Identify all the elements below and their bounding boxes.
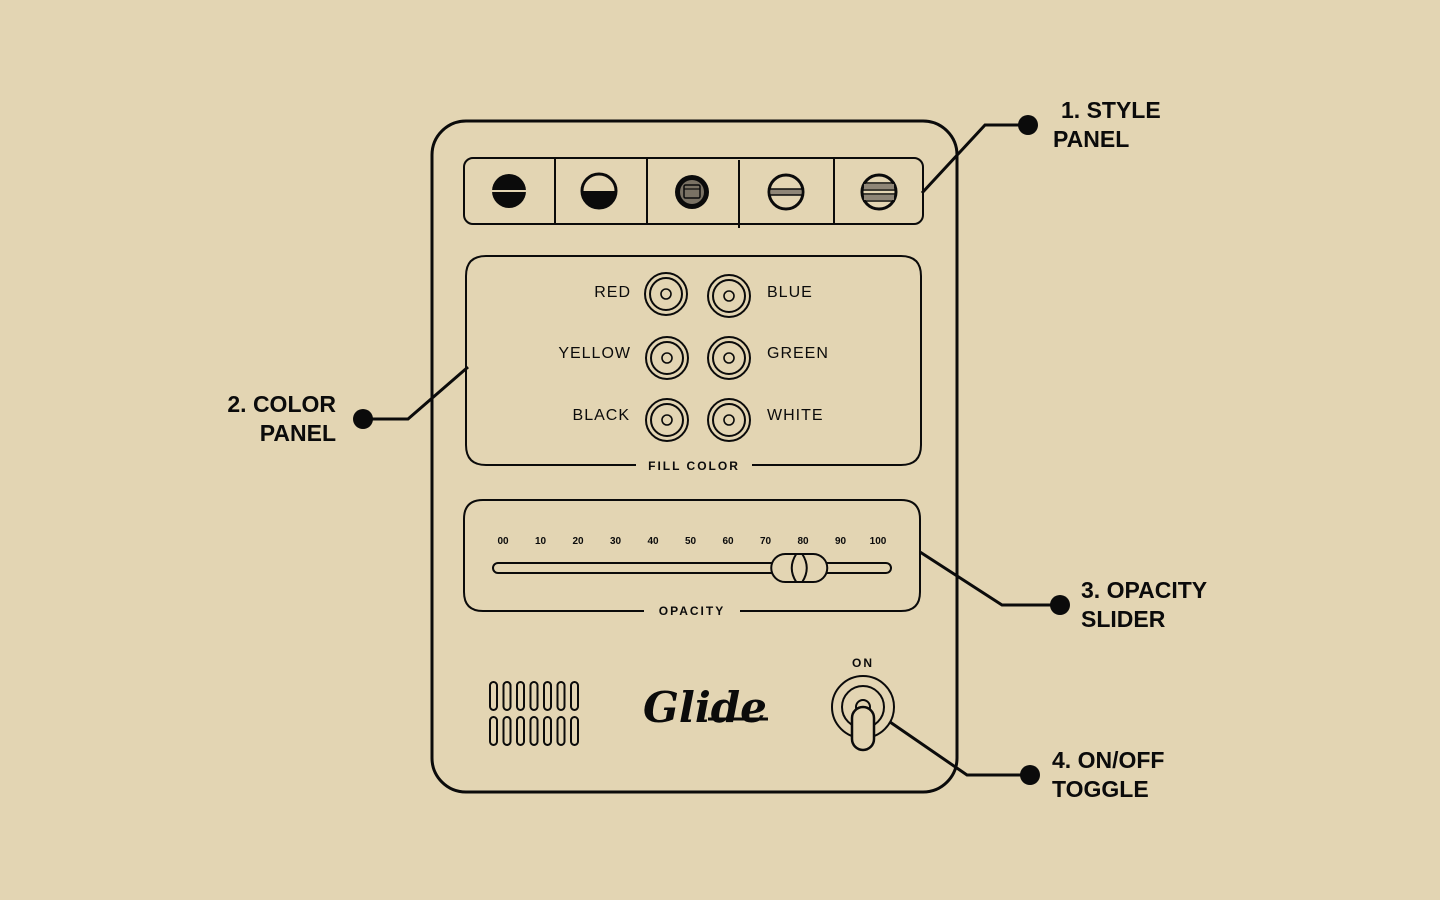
callout-style-line1: 1. STYLE	[1061, 97, 1161, 123]
opacity-tick-label: 80	[797, 536, 809, 547]
fill-solid-icon	[492, 174, 526, 208]
opacity-panel: OPACITY 00 10 20 30 40 50 60 70 80 90 100	[463, 499, 921, 618]
color-label-red: RED	[594, 284, 631, 301]
style-leader-dot	[1018, 115, 1038, 135]
fill-stripes-icon	[860, 173, 898, 211]
grille-slot	[489, 716, 498, 746]
grille-slot	[570, 681, 579, 711]
color-leader-line	[363, 365, 469, 421]
grille-slot	[556, 681, 566, 711]
style-panel-frame	[463, 157, 924, 225]
radio-knob-icon	[707, 398, 751, 442]
opacity-panel-title: OPACITY	[659, 604, 725, 618]
grille-slot	[502, 681, 512, 711]
fill-window-icon	[675, 175, 709, 209]
opacity-tick-label: 60	[722, 536, 734, 547]
color-option-red[interactable]: RED	[594, 272, 688, 316]
opacity-leader-dot	[1050, 595, 1070, 615]
color-option-yellow[interactable]: YELLOW	[558, 336, 689, 380]
style-option-half[interactable]	[580, 172, 618, 210]
opacity-tick-label: 100	[870, 536, 887, 547]
grille-slot	[529, 681, 539, 711]
grille-slot	[516, 716, 525, 746]
leader-dots	[353, 115, 1070, 785]
radio-knob-icon	[707, 336, 751, 380]
device-body	[430, 119, 959, 794]
opacity-slider-thumb[interactable]	[770, 553, 829, 583]
toggle-lever[interactable]	[850, 705, 876, 752]
grille-slot	[502, 716, 512, 746]
toggle-leader-dot	[1020, 765, 1040, 785]
speaker-grille	[489, 681, 579, 746]
opacity-tick-label: 50	[685, 536, 697, 547]
leader-lines	[363, 123, 1060, 777]
radio-knob-icon	[707, 274, 751, 318]
grille-slot	[543, 716, 552, 746]
style-option-solid[interactable]	[492, 174, 526, 208]
radio-knob-icon	[645, 398, 689, 442]
callout-style-panel: 1. STYLE PANEL	[1053, 96, 1161, 154]
callout-opacity-line1: 3. OPACITY	[1081, 577, 1208, 603]
color-label-green: GREEN	[767, 345, 829, 362]
grille-slot	[516, 681, 525, 711]
brand-logo: Glide	[643, 683, 767, 732]
opacity-leader-line	[919, 550, 1060, 607]
callout-toggle-line1: 4. ON/OFF	[1052, 747, 1165, 773]
color-label-white: WHITE	[767, 407, 824, 424]
fill-half-icon	[580, 172, 618, 210]
callout-opacity-line2: SLIDER	[1081, 606, 1166, 632]
opacity-tick-label: 00	[497, 536, 509, 547]
color-option-black[interactable]: BLACK	[573, 398, 689, 442]
color-panel: FILL COLOR RED BLUE YELLOW	[465, 255, 922, 473]
toggle-leader-line	[889, 720, 1030, 777]
toggle-on-label: ON	[852, 656, 874, 670]
opacity-tick-label: 40	[647, 536, 659, 547]
style-option-stripes[interactable]	[860, 173, 898, 211]
opacity-tick-label: 30	[610, 536, 622, 547]
style-panel-dividers	[554, 158, 835, 228]
opacity-tick-label: 90	[835, 536, 847, 547]
color-option-green[interactable]: GREEN	[707, 336, 829, 380]
style-leader-line	[920, 123, 1028, 195]
radio-knob-icon	[644, 272, 688, 316]
callout-style-line2: PANEL	[1053, 126, 1130, 152]
color-panel-title: FILL COLOR	[648, 459, 740, 473]
grille-slot	[529, 716, 539, 746]
radio-knob-icon	[645, 336, 689, 380]
on-off-toggle[interactable]: ON	[831, 656, 895, 752]
color-panel-frame	[465, 255, 922, 466]
opacity-panel-frame	[463, 499, 921, 612]
callout-color-line1: 2. COLOR	[227, 391, 336, 417]
color-option-white[interactable]: WHITE	[707, 398, 824, 442]
grille-slot	[543, 681, 552, 711]
grille-slot	[489, 681, 498, 711]
callout-opacity-slider: 3. OPACITY SLIDER	[1081, 576, 1207, 634]
callout-on-off-toggle: 4. ON/OFF TOGGLE	[1052, 746, 1164, 804]
grille-slot	[570, 716, 579, 746]
opacity-tick-label: 20	[572, 536, 584, 547]
color-option-blue[interactable]: BLUE	[707, 274, 813, 318]
callout-color-panel: 2. COLOR PANEL	[227, 390, 336, 448]
grille-slot	[556, 716, 566, 746]
opacity-tick-label: 70	[760, 536, 772, 547]
color-label-black: BLACK	[573, 407, 630, 424]
fill-line-icon	[767, 173, 805, 211]
color-leader-dot	[353, 409, 373, 429]
style-panel	[463, 157, 924, 228]
opacity-tick-labels: 00 10 20 30 40 50 60 70 80 90 100	[497, 536, 886, 547]
opacity-track[interactable]	[492, 562, 892, 574]
opacity-tick-label: 10	[535, 536, 547, 547]
color-label-blue: BLUE	[767, 284, 813, 301]
color-label-yellow: YELLOW	[558, 345, 631, 362]
callout-color-line2: PANEL	[259, 420, 336, 446]
style-option-line[interactable]	[767, 173, 805, 211]
style-option-window[interactable]	[675, 175, 709, 209]
callout-toggle-line2: TOGGLE	[1052, 776, 1149, 802]
